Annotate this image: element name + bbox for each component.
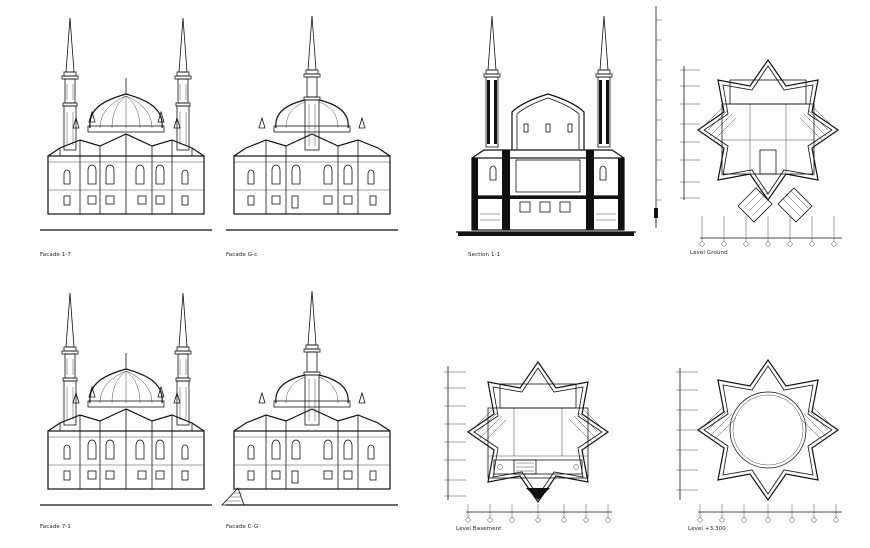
- level-basement-drawing: [444, 361, 612, 523]
- level-3300-drawing: [676, 359, 842, 523]
- caption-facade-1-7: Facade 1-7: [40, 252, 72, 258]
- section-1-1-drawing: [456, 6, 662, 236]
- facade-1-7-drawing: [39, 17, 213, 231]
- caption-facade-c-g: Facade C-G: [226, 524, 259, 530]
- caption-facade-7-1: Facade 7-1: [40, 524, 72, 530]
- caption-section-1-1: Section 1-1: [468, 252, 501, 258]
- caption-level-ground: Level Ground: [690, 250, 728, 256]
- level-ground-drawing: [680, 59, 842, 247]
- facade-c-g-drawing: [221, 290, 399, 506]
- caption-facade-g-c: Facade G-c: [226, 252, 258, 258]
- caption-level-basement: Level Basement: [456, 526, 502, 532]
- caption-level-3300: Level +3.300: [688, 526, 726, 532]
- facade-7-1-drawing: [39, 292, 213, 506]
- facade-g-c-drawing: [225, 15, 399, 231]
